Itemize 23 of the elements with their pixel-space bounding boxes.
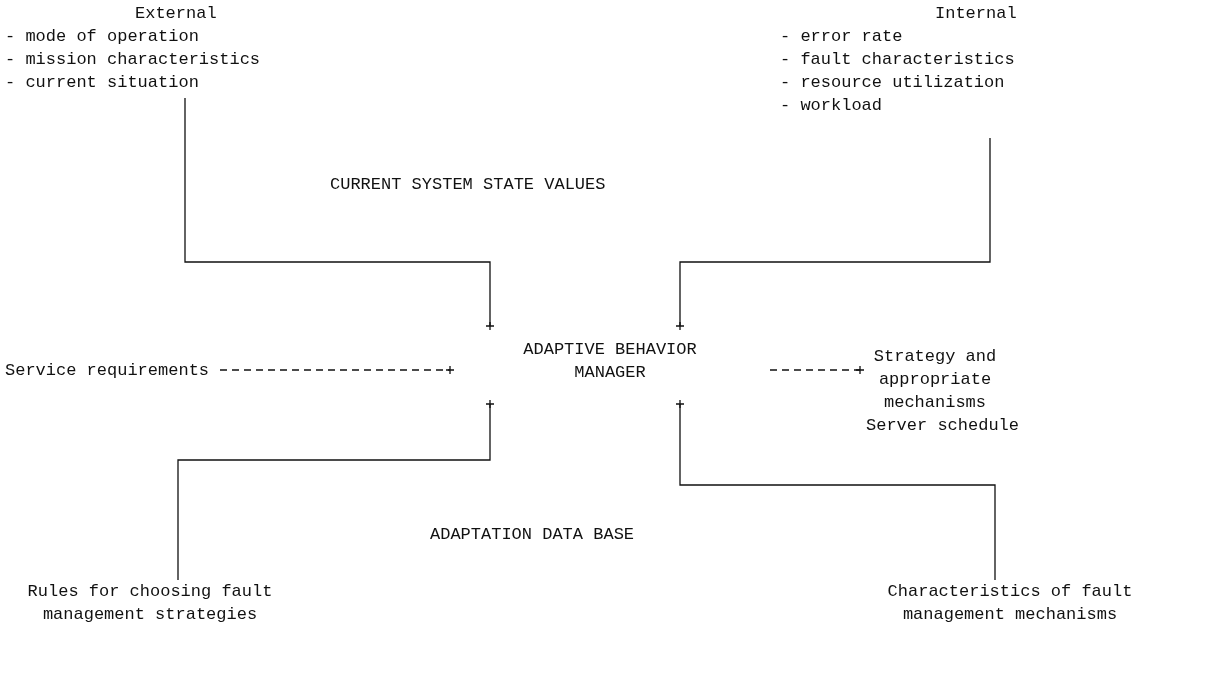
section-label: ADAPTATION DATA BASE <box>430 524 635 546</box>
node-text: Server schedule <box>865 415 1020 437</box>
dashed-connector <box>219 365 455 375</box>
node-text: - fault characteristics <box>780 49 1016 71</box>
node-text: Strategy and appropriate mechanisms <box>872 346 998 414</box>
node-text: ADAPTIVE BEHAVIOR MANAGER <box>522 339 698 384</box>
section-label: CURRENT SYSTEM STATE VALUES <box>330 174 606 196</box>
node-text: - mission characteristics <box>5 49 262 71</box>
heading-text: External <box>134 3 218 25</box>
connector-line <box>675 137 991 331</box>
node-text: Service requirements <box>5 360 211 382</box>
node-text: - mode of operation <box>5 26 200 48</box>
node-text: Characteristics of fault management mechanisms <box>886 581 1134 626</box>
connector-line <box>184 97 495 331</box>
connector-line <box>177 399 495 581</box>
node-text: - workload <box>780 95 884 117</box>
heading-text: Internal <box>934 3 1018 25</box>
node-text: - current situation <box>5 72 200 94</box>
dashed-connector <box>769 365 865 375</box>
node-text: - resource utilization <box>780 72 1006 94</box>
node-text: - error rate <box>780 26 904 48</box>
node-text: Rules for choosing fault management strategies <box>26 581 274 626</box>
connector-line <box>675 399 996 581</box>
